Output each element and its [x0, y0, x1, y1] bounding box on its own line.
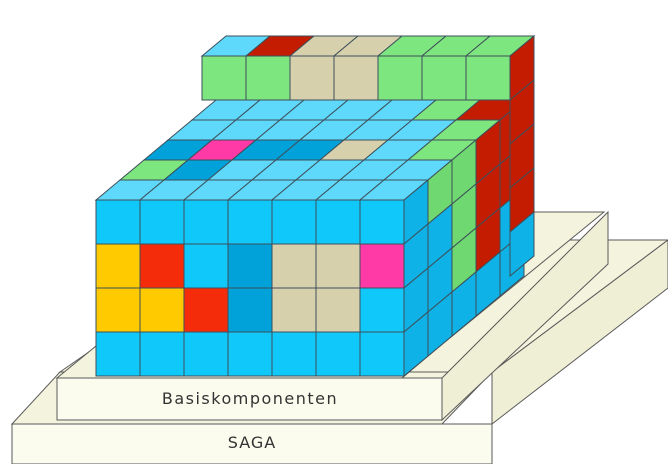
front-cell	[95, 243, 141, 289]
front-cell	[359, 287, 405, 333]
front-cell	[315, 287, 361, 333]
front-cell	[359, 331, 405, 377]
front-cell	[95, 331, 141, 377]
back-front-cell	[333, 55, 379, 101]
front-cell	[139, 199, 185, 245]
saga-layer-side	[491, 239, 668, 426]
back-front-cell	[201, 55, 247, 101]
saga-label: SAGA	[228, 433, 276, 452]
back-front-cell	[245, 55, 291, 101]
front-cell	[139, 287, 185, 333]
front-cell	[271, 331, 317, 377]
front-cell	[183, 287, 229, 333]
front-cell	[227, 243, 273, 289]
front-cell	[183, 243, 229, 289]
basiskomponenten-label: Basiskomponenten	[162, 389, 338, 408]
front-cell	[359, 243, 405, 289]
front-cell	[271, 287, 317, 333]
back-front-cell	[421, 55, 467, 101]
front-cell	[227, 199, 273, 245]
front-cell	[271, 199, 317, 245]
basiskomponenten-layer-front	[56, 377, 443, 421]
front-cell	[315, 331, 361, 377]
front-cell	[227, 287, 273, 333]
front-cell	[95, 287, 141, 333]
back-front-cell	[465, 55, 511, 101]
front-cell	[227, 331, 273, 377]
front-cell	[315, 243, 361, 289]
front-cell	[139, 331, 185, 377]
front-cell	[271, 243, 317, 289]
back-front-cell	[289, 55, 335, 101]
component-cube	[94, 34, 536, 378]
front-cell	[183, 199, 229, 245]
front-cell	[183, 331, 229, 377]
front-cell	[359, 199, 405, 245]
side-cell	[509, 210, 535, 278]
front-cell	[139, 243, 185, 289]
front-cell	[315, 199, 361, 245]
saga-layer-front	[11, 423, 493, 465]
back-front-cell	[377, 55, 423, 101]
front-cell	[95, 199, 141, 245]
